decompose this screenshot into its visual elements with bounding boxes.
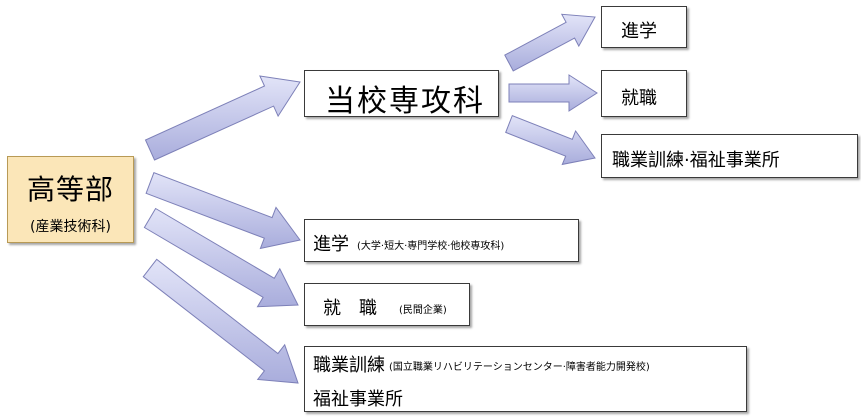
shushoku-main: 就 職 — [323, 298, 377, 319]
node-kunren-fukushi: 職業訓練 (国立職業リハビリテーションセンター·障害者能力開発校) 福祉事業所 — [304, 346, 747, 412]
kunren-line2: 福祉事業所 — [313, 389, 403, 410]
kunren-main: 職業訓練 — [313, 355, 385, 376]
node-senkoka-shingaku: 進学 — [601, 6, 687, 48]
node-shushoku: 就 職 (民間企業) — [304, 283, 470, 326]
senkoka-child-kunren: 職業訓練·福祉事業所 — [612, 150, 780, 171]
senkoka-title: 当校専攻科 — [325, 84, 485, 119]
kunren-note: (国立職業リハビリテーションセンター·障害者能力開発校) — [389, 362, 650, 373]
arrow-senkoka-to-shingaku — [504, 13, 596, 72]
node-senkoka-kunren: 職業訓練·福祉事業所 — [601, 134, 858, 178]
node-shingaku: 進学 (大学·短大·専門学校·他校専攻科) — [304, 219, 579, 262]
arrow-root-to-shushoku — [143, 207, 299, 308]
shingaku-note: (大学·短大·専門学校·他校専攻科) — [357, 241, 505, 252]
senkoka-child-shingaku: 進学 — [621, 21, 657, 42]
node-senkoka-shushoku: 就職 — [601, 70, 687, 117]
node-senkoka: 当校専攻科 — [304, 70, 499, 119]
root-title: 高等部 — [26, 173, 114, 206]
shingaku-main: 進学 — [313, 234, 349, 255]
arrow-senkoka-to-kunren — [505, 114, 596, 166]
senkoka-child-shushoku: 就職 — [621, 88, 657, 109]
arrow-root-to-shingaku — [145, 172, 301, 250]
arrow-root-to-senkoka — [144, 75, 301, 161]
shushoku-note: (民間企業) — [399, 305, 447, 316]
arrow-root-to-kunren — [142, 258, 299, 384]
root-subtitle: (産業技術科) — [30, 219, 111, 235]
arrow-senkoka-to-shushoku — [508, 74, 598, 112]
root-node-koutoubu: 高等部 (産業技術科) — [7, 156, 134, 243]
